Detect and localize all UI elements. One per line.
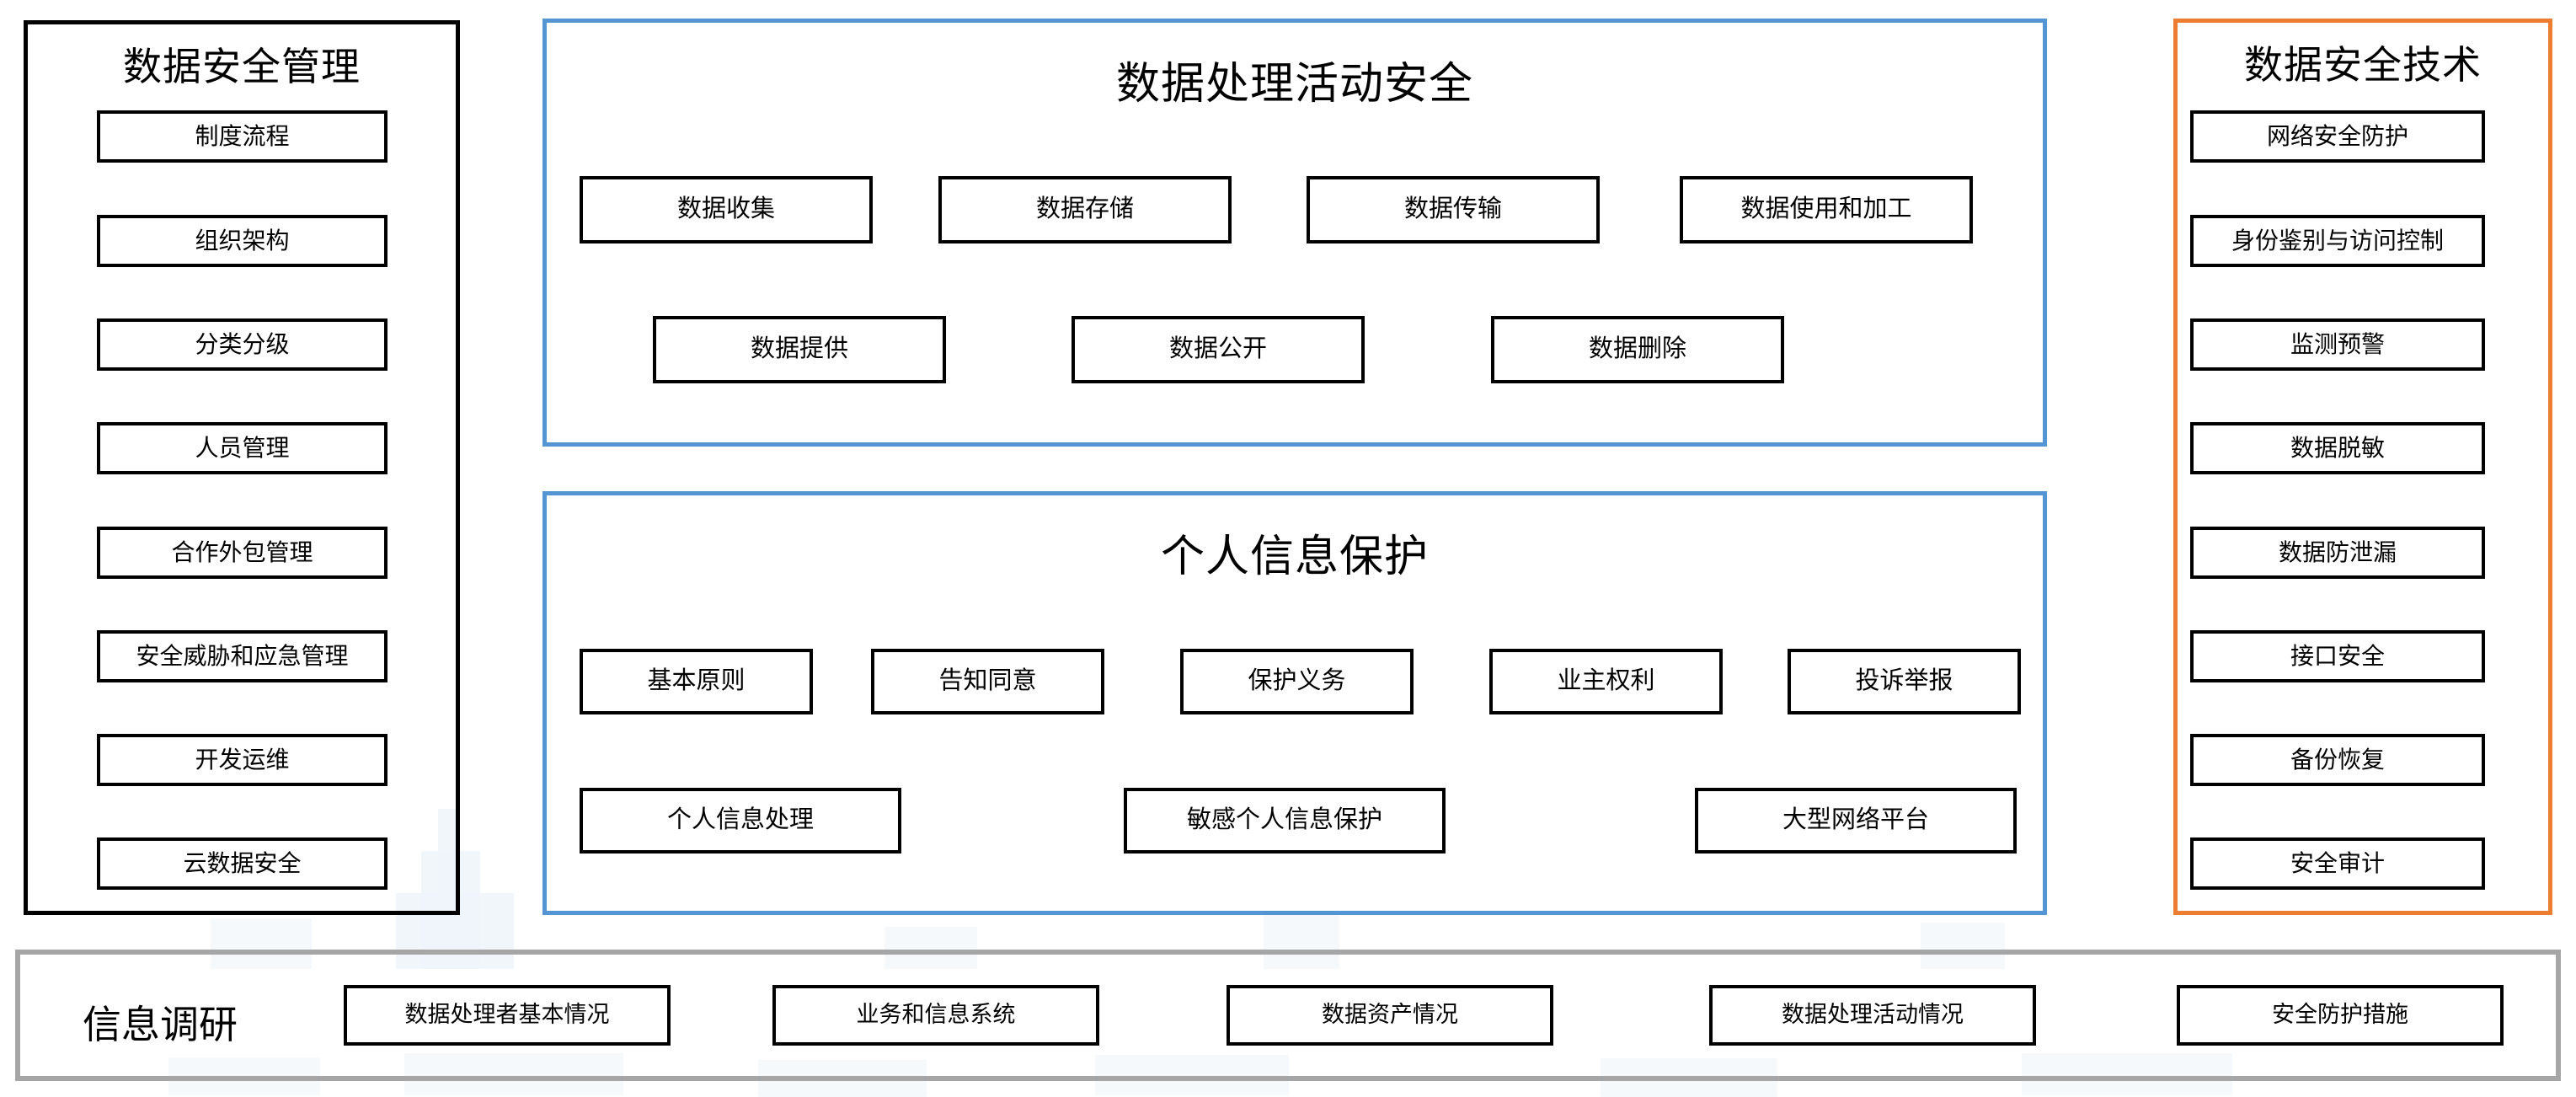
watermark-block-3 (1264, 914, 1339, 969)
watermark-block-4 (1921, 923, 2005, 969)
box-privacy-row2-2[interactable]: 大型网络平台 (1695, 788, 2017, 854)
box-survey-1[interactable]: 业务和信息系统 (772, 985, 1099, 1046)
box-technology-4[interactable]: 数据防泄漏 (2190, 527, 2485, 579)
watermark-block-8 (1095, 1055, 1289, 1095)
box-management-7[interactable]: 云数据安全 (97, 837, 387, 890)
box-survey-0[interactable]: 数据处理者基本情况 (344, 985, 671, 1046)
box-technology-0[interactable]: 网络安全防护 (2190, 110, 2485, 163)
box-processing-row2-0[interactable]: 数据提供 (653, 316, 946, 383)
box-processing-row1-0[interactable]: 数据收集 (580, 176, 873, 243)
box-privacy-row1-0[interactable]: 基本原则 (580, 649, 813, 714)
panel-title-survey: 信息调研 (83, 1003, 238, 1046)
box-management-6[interactable]: 开发运维 (97, 734, 387, 786)
panel-title-processing: 数据处理活动安全 (1115, 60, 1473, 109)
box-management-0[interactable]: 制度流程 (97, 110, 387, 163)
watermark-block-2 (884, 927, 977, 969)
box-technology-2[interactable]: 监测预警 (2190, 318, 2485, 371)
watermark-block-1 (211, 918, 312, 969)
box-processing-row1-1[interactable]: 数据存储 (938, 176, 1232, 243)
watermark-block-10 (2022, 1053, 2232, 1095)
watermark-block-6 (404, 1053, 623, 1095)
box-management-2[interactable]: 分类分级 (97, 318, 387, 371)
box-technology-3[interactable]: 数据脱敏 (2190, 422, 2485, 474)
panel-title-management: 数据安全管理 (123, 45, 361, 88)
box-privacy-row2-0[interactable]: 个人信息处理 (580, 788, 901, 854)
box-management-1[interactable]: 组织架构 (97, 215, 387, 267)
box-processing-row2-2[interactable]: 数据删除 (1491, 316, 1784, 383)
box-survey-2[interactable]: 数据资产情况 (1227, 985, 1553, 1046)
box-processing-row2-1[interactable]: 数据公开 (1072, 316, 1365, 383)
box-technology-7[interactable]: 安全审计 (2190, 837, 2485, 890)
panel-information-survey (15, 950, 2561, 1081)
box-privacy-row1-1[interactable]: 告知同意 (871, 649, 1104, 714)
box-privacy-row2-1[interactable]: 敏感个人信息保护 (1124, 788, 1446, 854)
box-technology-5[interactable]: 接口安全 (2190, 630, 2485, 682)
box-survey-3[interactable]: 数据处理活动情况 (1709, 985, 2036, 1046)
box-privacy-row1-4[interactable]: 投诉举报 (1788, 649, 2021, 714)
box-processing-row1-3[interactable]: 数据使用和加工 (1680, 176, 1973, 243)
box-technology-1[interactable]: 身份鉴别与访问控制 (2190, 215, 2485, 267)
panel-personal-information-protection: 个人信息保护 (542, 491, 2047, 915)
panel-data-security-technology: 数据安全技术 (2173, 19, 2552, 915)
watermark-tower-3 (396, 893, 514, 969)
panel-data-processing-activity-security: 数据处理活动安全 (542, 19, 2047, 447)
box-management-4[interactable]: 合作外包管理 (97, 527, 387, 579)
box-processing-row1-2[interactable]: 数据传输 (1307, 176, 1600, 243)
panel-title-privacy: 个人信息保护 (1160, 532, 1429, 581)
panel-data-security-management: 数据安全管理 (24, 20, 460, 915)
box-management-5[interactable]: 安全威胁和应急管理 (97, 630, 387, 682)
panel-title-technology: 数据安全技术 (2244, 43, 2482, 87)
box-privacy-row1-2[interactable]: 保护义务 (1180, 649, 1414, 714)
box-technology-6[interactable]: 备份恢复 (2190, 734, 2485, 786)
box-management-3[interactable]: 人员管理 (97, 422, 387, 474)
box-survey-4[interactable]: 安全防护措施 (2177, 985, 2504, 1046)
box-privacy-row1-3[interactable]: 业主权利 (1489, 649, 1723, 714)
